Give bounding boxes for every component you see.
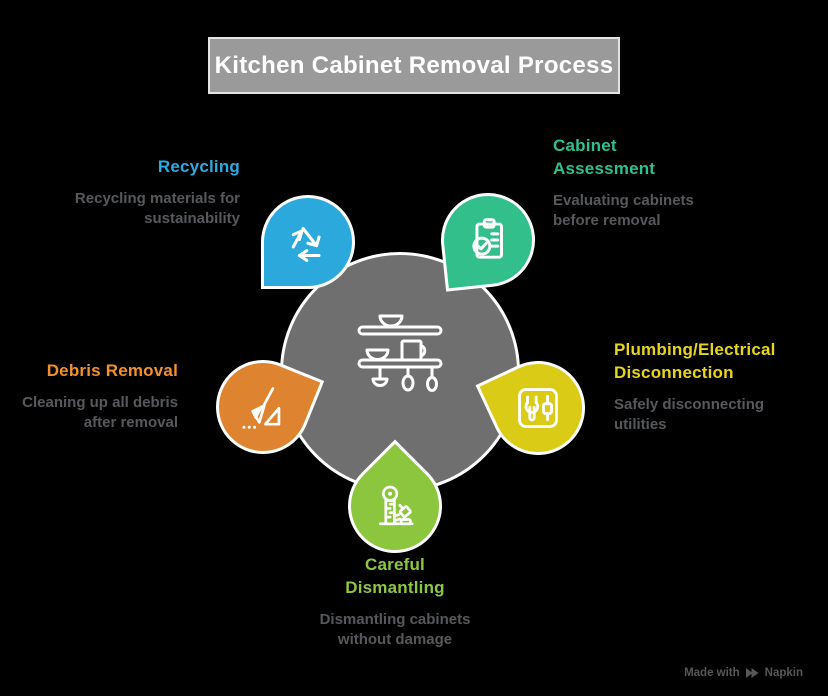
label-debris-removal: Debris Removal Cleaning up all debris af… <box>0 359 178 433</box>
label-plumbing-electrical: Plumbing/Electrical Disconnection Safely… <box>614 338 824 435</box>
step-description: Recycling materials for sustainability <box>74 190 240 227</box>
step-description: Evaluating cabinets before removal <box>553 192 694 229</box>
petal-careful-dismantling <box>328 439 462 573</box>
recycling-icon <box>291 226 321 262</box>
title-bar: Kitchen Cabinet Removal Process <box>208 37 620 94</box>
watermark-brand: Napkin <box>764 667 803 679</box>
step-title: Plumbing/Electrical Disconnection <box>614 340 776 382</box>
watermark-text: Made with <box>684 667 740 679</box>
petal-recycling <box>261 195 355 289</box>
petal-debris-removal <box>201 345 325 469</box>
label-careful-dismantling: Careful Dismantling Dismantling cabinets… <box>270 553 520 650</box>
step-title: Careful Dismantling <box>345 555 445 597</box>
label-recycling: Recycling Recycling materials for sustai… <box>20 155 240 229</box>
step-title: Recycling <box>157 157 240 176</box>
wrench-plug-icon <box>518 388 558 428</box>
step-description: Cleaning up all debris after removal <box>22 394 178 431</box>
step-description: Safely disconnecting utilities <box>614 396 765 433</box>
napkin-logo-icon <box>745 668 759 678</box>
dismantling-tool-icon <box>378 485 414 526</box>
kitchen-shelves-icon <box>357 314 443 392</box>
petal-plumbing-electrical <box>475 345 601 471</box>
label-cabinet-assessment: Cabinet Assessment Evaluating cabinets b… <box>553 134 753 231</box>
watermark: Made with Napkin <box>684 667 803 679</box>
step-description: Dismantling cabinets without damage <box>319 611 471 648</box>
step-title: Cabinet Assessment <box>553 136 656 178</box>
step-title: Debris Removal <box>46 361 178 380</box>
clipboard-check-icon <box>472 218 503 259</box>
broom-dustpan-icon <box>242 387 281 429</box>
page-title: Kitchen Cabinet Removal Process <box>214 51 614 79</box>
petal-cabinet-assessment <box>436 188 540 292</box>
